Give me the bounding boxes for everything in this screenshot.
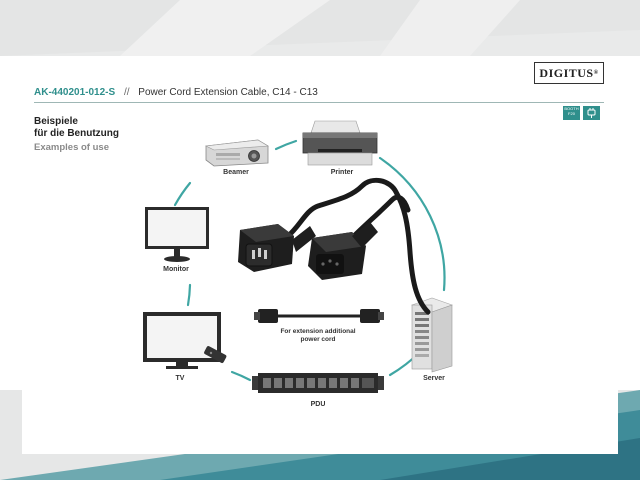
printer-icon [302, 120, 378, 166]
product-title: AK-440201-012-S // Power Cord Extension … [34, 87, 318, 98]
registered-mark: ® [593, 70, 599, 76]
header-divider [34, 102, 604, 103]
tv-icon [143, 312, 227, 369]
digitus-logo: DIGITUS® [534, 62, 604, 84]
pdu-icon [252, 373, 384, 393]
section-title-en: Examples of use [34, 142, 109, 153]
label-beamer: Beamer [223, 169, 249, 176]
background-top-band [0, 0, 640, 56]
extension-note-line2: power cord [300, 336, 336, 343]
product-sku: AK-440201-012-S [34, 87, 116, 98]
c13-socket [308, 222, 378, 280]
c14-plug [238, 224, 316, 272]
remote-control-icon [204, 346, 227, 363]
plug-icon [587, 108, 596, 118]
background-pattern [0, 0, 640, 56]
extension-note: For extension additional power cord [262, 328, 374, 344]
label-pdu: PDU [310, 401, 326, 408]
product-description: Power Cord Extension Cable, C14 - C13 [138, 87, 318, 98]
label-monitor: Monitor [163, 266, 189, 273]
badge-line: BOOTH [564, 106, 579, 111]
label-printer: Printer [330, 169, 354, 176]
label-server: Server [423, 375, 445, 382]
section-title-de-line2: für die Benutzung [34, 128, 119, 139]
certification-badges: BOOTH F20 [563, 106, 600, 120]
title-separator: // [123, 87, 130, 98]
extension-note-line1: For extension additional [280, 328, 356, 335]
section-title-de-line1: Beispiele [34, 116, 78, 127]
logo-text: DIGITUS [539, 65, 594, 80]
monitor-icon [145, 207, 209, 262]
beamer-icon [204, 139, 269, 167]
server-icon [411, 297, 453, 373]
badge-line: F20 [568, 110, 575, 116]
booth-badge: BOOTH F20 [563, 106, 580, 120]
label-tv: TV [175, 375, 185, 382]
extension-cable-icon [254, 309, 384, 323]
power-badge [583, 106, 600, 120]
power-cord-c14-c13 [238, 177, 431, 315]
section-title-de: Beispiele für die Benutzung [34, 116, 119, 140]
